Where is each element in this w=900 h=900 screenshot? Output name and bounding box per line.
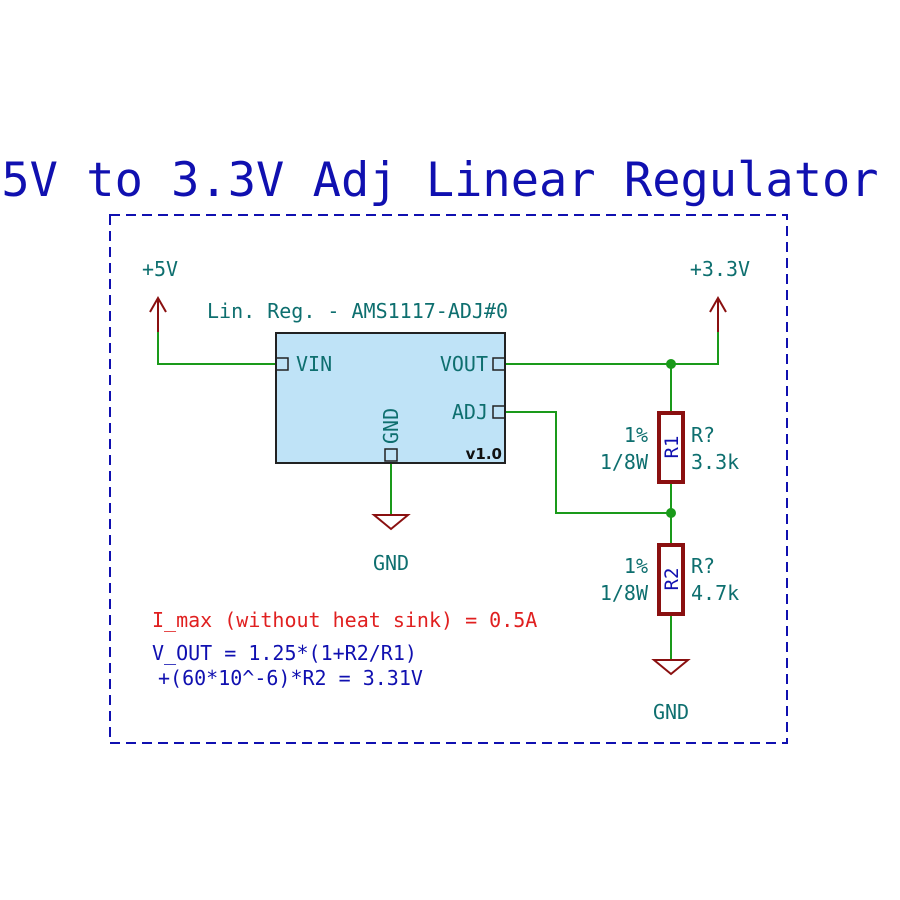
- regulator-body: [275, 332, 506, 464]
- resistor-r1-body: [657, 411, 685, 484]
- resistor-r1-designator: R?: [691, 423, 715, 447]
- pin-adj-label: ADJ: [452, 400, 488, 424]
- power-symbol-3v3: [709, 295, 727, 332]
- resistor-r1-power: 1/8W: [600, 450, 649, 474]
- junction-adj: [666, 508, 676, 518]
- pin-vin-label: VIN: [296, 352, 332, 376]
- resistor-r1-tolerance: 1%: [624, 423, 648, 447]
- note-vout-formula-line2: +(60*10^-6)*R2 = 3.31V: [158, 666, 423, 690]
- resistor-r2-tolerance: 1%: [624, 554, 648, 578]
- pin-adj-stub: [492, 405, 506, 419]
- net-label-5v: +5V: [142, 257, 178, 281]
- regulator-version: v1.0: [466, 445, 502, 463]
- resistor-r1-ref: R1: [661, 436, 683, 459]
- pin-gnd-label: GND: [379, 408, 403, 444]
- schematic-title: 5V to 3.3V Adj Linear Regulator: [1, 153, 878, 208]
- pin-vin-stub: [275, 357, 289, 371]
- wire-vin: [157, 332, 276, 365]
- sheet-border: [109, 214, 788, 744]
- resistor-r2-value: 4.7k: [691, 581, 739, 605]
- gnd-label-regulator: GND: [373, 551, 409, 575]
- gnd-symbol-regulator: [371, 514, 411, 531]
- resistor-r2-power: 1/8W: [600, 581, 649, 605]
- gnd-symbol-divider: [651, 659, 691, 676]
- pin-vout-stub: [492, 357, 506, 371]
- resistor-r2-designator: R?: [691, 554, 715, 578]
- resistor-r2-body: [657, 543, 685, 616]
- pin-gnd-stub: [384, 448, 398, 462]
- power-symbol-5v: [149, 295, 167, 332]
- net-label-3v3: +3.3V: [690, 257, 750, 281]
- wire-adj: [505, 411, 671, 514]
- resistor-r1-value: 3.3k: [691, 450, 739, 474]
- gnd-label-divider: GND: [653, 700, 689, 724]
- resistor-r2-ref: R2: [661, 568, 683, 591]
- note-imax: I_max (without heat sink) = 0.5A: [152, 608, 537, 632]
- pin-vout-label: VOUT: [440, 352, 488, 376]
- wire-vout: [505, 332, 719, 365]
- junction-vout: [666, 359, 676, 369]
- note-vout-formula-line1: V_OUT = 1.25*(1+R2/R1): [152, 641, 417, 665]
- regulator-label: Lin. Reg. - AMS1117-ADJ#0: [207, 299, 508, 323]
